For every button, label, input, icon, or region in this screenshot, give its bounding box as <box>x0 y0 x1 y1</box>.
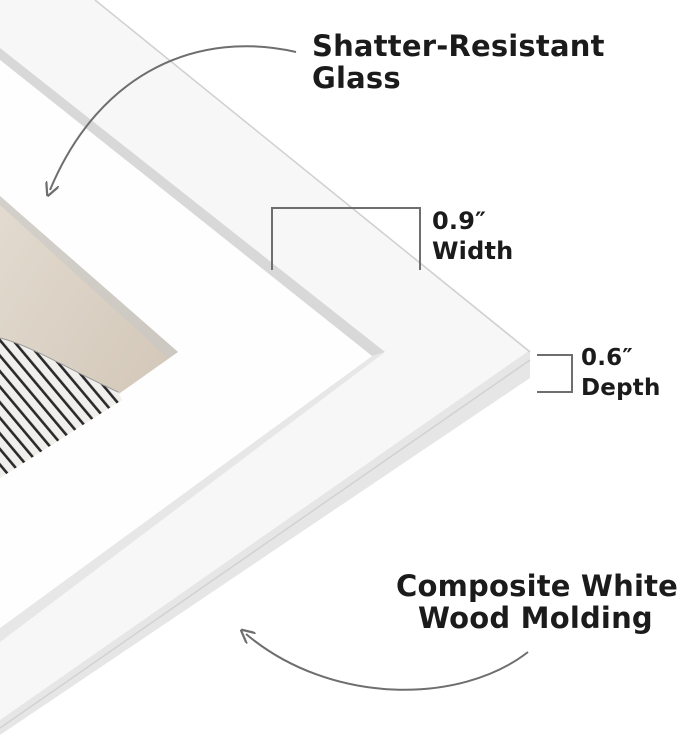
photo-striped-shirt <box>0 338 122 478</box>
molding-callout-label: Composite White Wood Molding <box>396 570 678 635</box>
glass-callout-line1: Shatter-Resistant <box>312 29 605 63</box>
molding-curved-arrow-icon <box>246 634 529 691</box>
depth-bracket-icon <box>537 354 573 393</box>
molding-callout-line1: Composite White <box>396 569 679 603</box>
width-value: 0.9″ <box>432 207 487 235</box>
frame-inner-edge <box>0 48 385 356</box>
depth-text: Depth <box>581 374 661 401</box>
width-callout-label: 0.9″ Width <box>432 206 513 266</box>
frame-outer-edge <box>0 350 530 735</box>
glass-callout-label: Shatter-Resistant Glass <box>312 30 605 95</box>
width-bracket-icon <box>271 207 421 270</box>
depth-callout-label: 0.6″ Depth <box>581 344 661 404</box>
mat-board <box>0 60 372 628</box>
width-text: Width <box>432 237 514 265</box>
glass-callout-line2: Glass <box>312 61 401 96</box>
depth-value: 0.6″ <box>581 345 633 371</box>
molding-callout-line2: Wood Molding <box>418 601 653 636</box>
glass-curved-arrow-icon <box>50 45 297 190</box>
